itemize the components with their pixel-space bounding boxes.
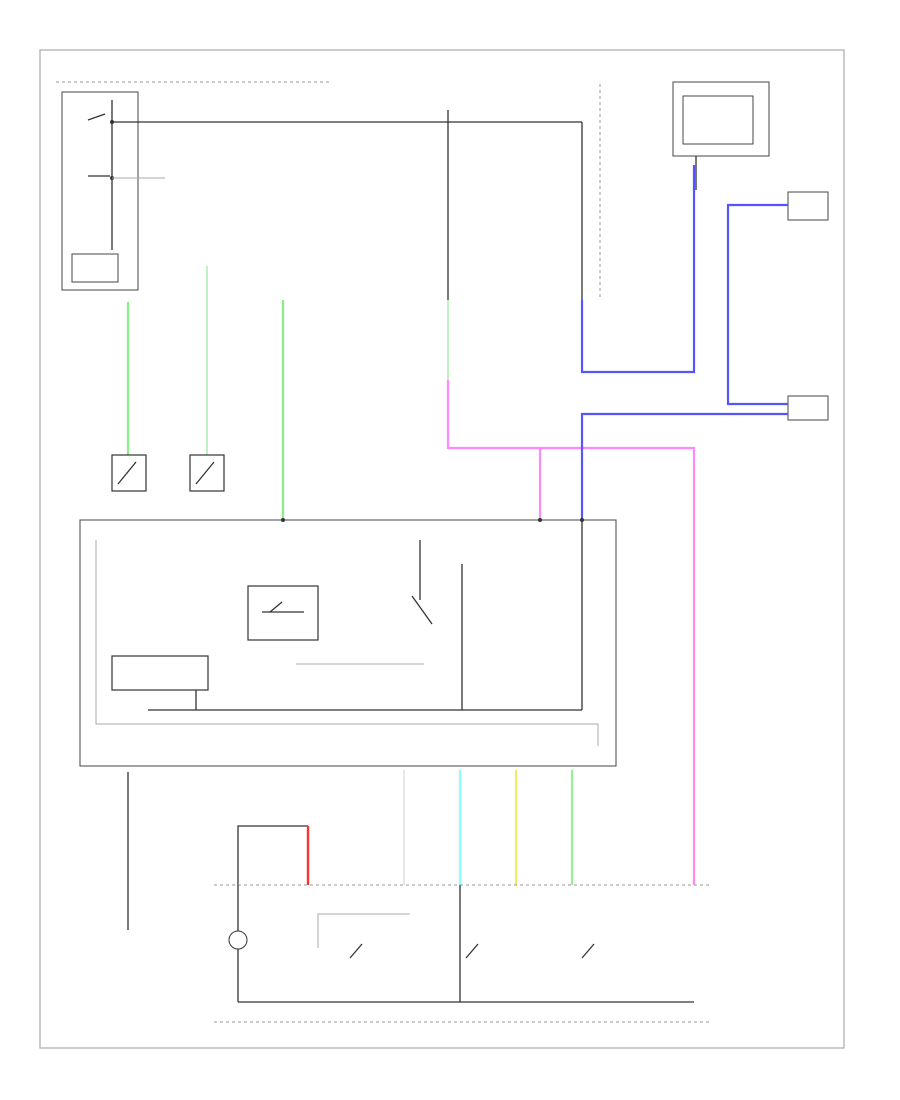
sensor-box: [111, 655, 209, 691]
wire-blue-2: [726, 203, 788, 406]
brake-switch-box-rect: [787, 191, 829, 221]
wire-blue-3: [580, 412, 788, 520]
relay1-box: [247, 585, 319, 641]
wire-blue-1: [580, 165, 696, 374]
gauge-assembly: [79, 518, 617, 767]
ignition-contact-1: [87, 113, 106, 121]
cruise-module: [672, 81, 770, 190]
switch-contact-2: [465, 943, 479, 959]
relay1-contact: [269, 601, 283, 613]
relay2-contact: [411, 595, 433, 625]
gauge-assembly-frame: [79, 519, 617, 767]
control-unit: [787, 395, 829, 421]
switch-feed: [317, 913, 410, 948]
brake-switch-box-shape: [111, 454, 147, 492]
indicator-lamp-icon: [228, 930, 248, 950]
switch-contact-3: [581, 943, 595, 959]
brake-switch-box: [787, 191, 829, 221]
cruise-switch-network: [228, 885, 694, 1003]
ignition-switch: [56, 81, 330, 291]
clutch-switch: [189, 454, 225, 492]
fuse-box-small: [71, 253, 119, 283]
clutch-switch-box-shape: [189, 454, 225, 492]
wire-pink: [446, 380, 696, 885]
node-pink: [538, 518, 542, 522]
diagram-frame: [39, 49, 845, 1049]
node-green: [281, 518, 285, 522]
control-unit-box: [787, 395, 829, 421]
brake-switch: [111, 454, 147, 492]
indicator-bridge: [237, 825, 308, 885]
inner-loop: [95, 540, 599, 746]
clutch-switch-contact: [195, 461, 215, 485]
brake-switch-contact: [117, 461, 137, 485]
cruise-module-inner: [682, 95, 754, 145]
cruise-indicator: [237, 825, 310, 885]
switch-contact-1: [349, 943, 363, 959]
